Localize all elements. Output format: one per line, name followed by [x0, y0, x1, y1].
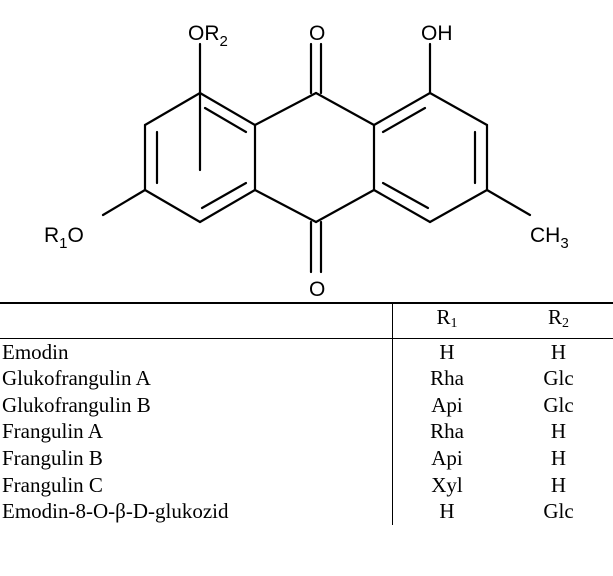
r1-value: Rha	[392, 365, 501, 392]
label-or2: OR2	[188, 22, 228, 50]
bond	[381, 181, 430, 210]
r1-value: Api	[392, 391, 501, 419]
bond-to-r1o	[101, 188, 147, 217]
bond	[372, 91, 432, 127]
compound-name: Glukofrangulin B	[2, 392, 151, 417]
header-r2: R2	[501, 303, 613, 339]
table-row: Emodin H H	[0, 338, 613, 366]
r1-value: Rha	[392, 418, 501, 445]
label-carbonyl-bottom: O	[309, 278, 325, 300]
table-row: Glukofrangulin A Rha Glc	[0, 365, 613, 392]
table-row: Frangulin B Api H	[0, 444, 613, 472]
bond	[253, 188, 318, 224]
table-header-row: R1 R2	[0, 303, 613, 339]
bond	[428, 91, 489, 127]
bond	[372, 188, 432, 224]
table-row: Frangulin C Xyl H	[0, 471, 613, 499]
compound-name: Frangulin A	[2, 419, 103, 444]
r2-value: Glc	[543, 499, 574, 524]
bond	[143, 188, 202, 224]
emodin-structure-diagram: OR2 O OH R1O CH3 O	[44, 22, 569, 300]
r2-value: H	[550, 445, 567, 470]
table-row: Glukofrangulin B Api Glc	[0, 391, 613, 419]
label-r1o: R1O	[44, 224, 84, 252]
bond	[428, 188, 489, 224]
bond	[314, 188, 376, 224]
label-oh: OH	[421, 22, 453, 45]
r2-value: H	[550, 472, 567, 497]
bond	[200, 181, 248, 210]
table-row: Frangulin A Rha H	[0, 418, 613, 445]
label-ch3: CH3	[530, 224, 569, 252]
r1-value: H	[392, 338, 501, 366]
r2-value: H	[550, 339, 567, 364]
bond	[143, 91, 202, 127]
r1-value: Api	[392, 444, 501, 472]
label-carbonyl-top: O	[309, 22, 325, 45]
compound-name: Glukofrangulin A	[2, 366, 151, 391]
bond-to-ch3	[485, 188, 532, 217]
bond	[253, 91, 318, 127]
bond-lines	[101, 42, 532, 274]
r2-value: H	[550, 419, 567, 444]
bond	[198, 91, 257, 127]
r1-value: H	[392, 498, 501, 525]
bond	[198, 188, 257, 224]
compound-name: Emodin	[2, 339, 69, 364]
atom-labels: OR2 O OH R1O CH3 O	[44, 22, 569, 300]
bond	[203, 106, 248, 134]
compound-name: Frangulin B	[2, 445, 103, 470]
r2-value: Glc	[543, 366, 574, 391]
r1-value: Xyl	[392, 471, 501, 499]
bond	[381, 106, 427, 134]
header-compound	[0, 303, 393, 339]
r2-value: Glc	[543, 392, 574, 417]
compound-name: Frangulin C	[2, 472, 103, 497]
substituent-table: R1 R2 Emodin H H Glukofrangulin A Rha Gl…	[0, 302, 613, 525]
table-row: Emodin-8-O-β-D-glukozid H Glc	[0, 498, 613, 525]
header-r1: R1	[392, 303, 501, 339]
bond	[314, 91, 376, 127]
compound-name: Emodin-8-O-β-D-glukozid	[2, 499, 229, 524]
